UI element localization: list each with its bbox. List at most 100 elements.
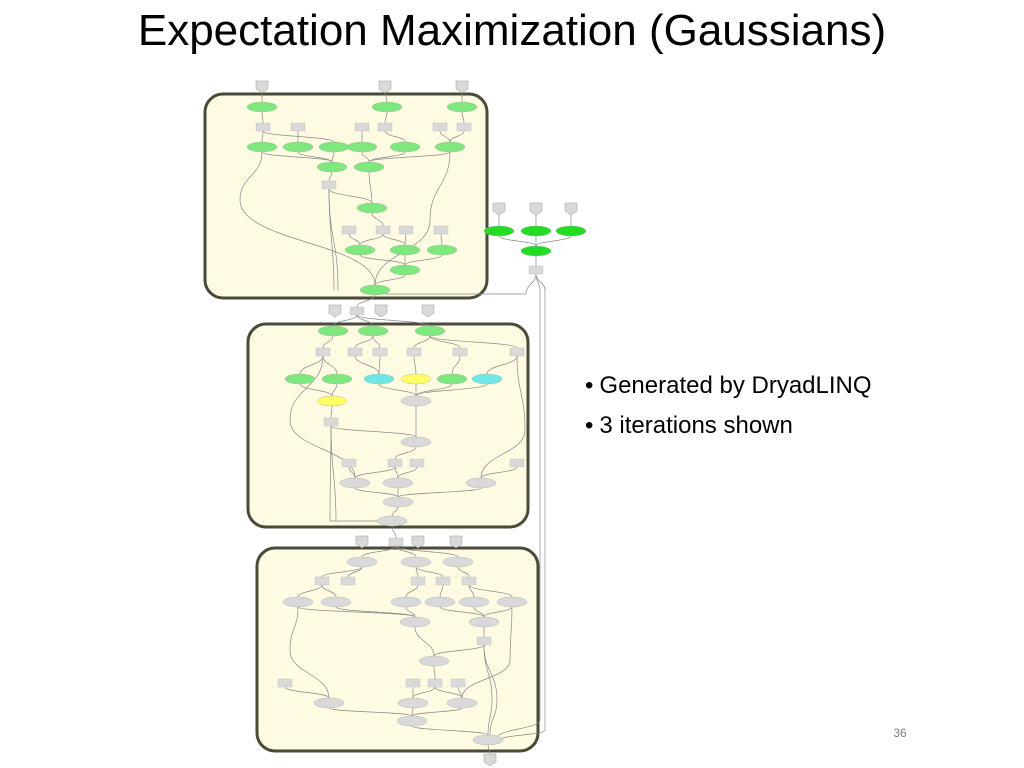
graph-stage-node: [424, 596, 456, 608]
graph-nodes: [246, 80, 587, 767]
graph-stage-node: [389, 264, 421, 276]
graph-stage-node: [363, 373, 395, 385]
graph-edge: [354, 335, 374, 349]
graph-vertex: [435, 576, 451, 586]
graph-edge: [516, 355, 526, 431]
graph-edge: [261, 151, 333, 163]
graph-vertex: [398, 225, 414, 235]
graph-edge: [395, 545, 459, 558]
graph-edge: [413, 355, 417, 375]
graph-edge: [413, 335, 431, 349]
graph-stage-node: [442, 556, 474, 568]
graph-stage-node: [284, 373, 316, 385]
graph-edge: [321, 566, 363, 578]
graph-edge: [489, 699, 498, 736]
graph-edge: [405, 606, 416, 618]
graph-edge: [535, 273, 546, 291]
graph-edge: [330, 425, 417, 438]
graph-vertex: [476, 636, 492, 646]
graph-stage-node: [321, 373, 353, 385]
graph-stage-node: [555, 225, 587, 237]
graph-edge: [356, 314, 374, 327]
graph-edge: [480, 466, 518, 479]
graph-stage-node: [400, 373, 432, 385]
graph-vertex: [433, 225, 449, 235]
graph-edge: [361, 545, 397, 558]
graph-stage-node: [434, 141, 466, 153]
graph-stage-node: [316, 395, 348, 407]
graph-stage-node: [339, 477, 371, 489]
graph-stage-node: [344, 244, 376, 256]
graph-edge: [368, 151, 451, 163]
graph-edge: [397, 466, 418, 479]
graph-stage-node: [389, 244, 421, 256]
graph-input-node: [449, 535, 463, 549]
graph-edge: [394, 466, 399, 479]
graph-edge: [411, 725, 489, 736]
graph-edge: [359, 254, 406, 266]
graph-input-node: [564, 202, 578, 216]
graph-stage-node: [400, 395, 432, 407]
graph-edge: [535, 235, 572, 247]
graph-edge: [451, 355, 461, 375]
graph-edge: [261, 111, 264, 124]
graph-stage-node: [418, 655, 450, 667]
graph-vertex: [314, 576, 330, 586]
graph-edges: [239, 90, 572, 755]
graph-edge: [372, 335, 381, 349]
graph-vertex: [406, 347, 422, 357]
graph-edge: [439, 606, 485, 618]
graph-edge: [239, 199, 376, 286]
graph-stage-node: [483, 225, 515, 237]
graph-vertex: [456, 122, 472, 132]
graph-vertex: [277, 678, 293, 688]
graph-vertex: [255, 122, 271, 132]
graph-input-node: [411, 535, 425, 549]
graph-input-node: [529, 202, 543, 216]
graph-stage-node: [356, 202, 388, 214]
graph-vertex: [461, 576, 477, 586]
graph-stage-node: [496, 596, 528, 608]
graph-vertex: [354, 122, 370, 132]
graph-edge: [322, 355, 338, 375]
graph-stage-node: [471, 373, 503, 385]
graph-vertex: [323, 417, 339, 427]
graph-edge: [348, 233, 361, 246]
graph-stage-node: [246, 101, 278, 113]
iteration-2-panel: [246, 322, 530, 529]
graph-edge: [384, 130, 406, 143]
graph-stage-node: [436, 373, 468, 385]
graph-edge: [391, 506, 399, 517]
graph-edge: [378, 383, 417, 397]
graph-stage-node: [317, 325, 349, 337]
bullet-item: Generated by DryadLINQ: [585, 369, 871, 409]
graph-edge: [321, 584, 337, 598]
graph-vertex: [349, 306, 365, 316]
graph-stage-node: [282, 596, 314, 608]
graph-edge: [347, 566, 363, 578]
graph-edge: [404, 254, 443, 266]
graph-stage-node: [520, 245, 552, 257]
graph-edge: [297, 151, 333, 163]
graph-edge: [328, 171, 333, 182]
graph-vertex: [452, 347, 468, 357]
graph-edge: [289, 606, 299, 651]
graph-input-node: [378, 80, 392, 94]
graph-edge: [284, 686, 330, 699]
graph-edge: [328, 188, 339, 291]
graph-edge: [297, 584, 323, 598]
bullet-list: Generated by DryadLINQ 3 iterations show…: [585, 369, 871, 449]
graph-stage-node: [282, 141, 314, 153]
graph-vertex: [377, 122, 393, 132]
graph-edge: [461, 659, 511, 699]
graph-vertex: [341, 458, 357, 468]
graph-edge: [412, 686, 436, 699]
graph-input-node: [328, 304, 342, 318]
graph-vertex: [347, 347, 363, 357]
graph-edge: [414, 626, 435, 657]
graph-stage-node: [472, 734, 504, 746]
graph-input-node: [255, 80, 269, 94]
graph-edge: [289, 355, 324, 421]
graph-stage-node: [353, 161, 385, 173]
